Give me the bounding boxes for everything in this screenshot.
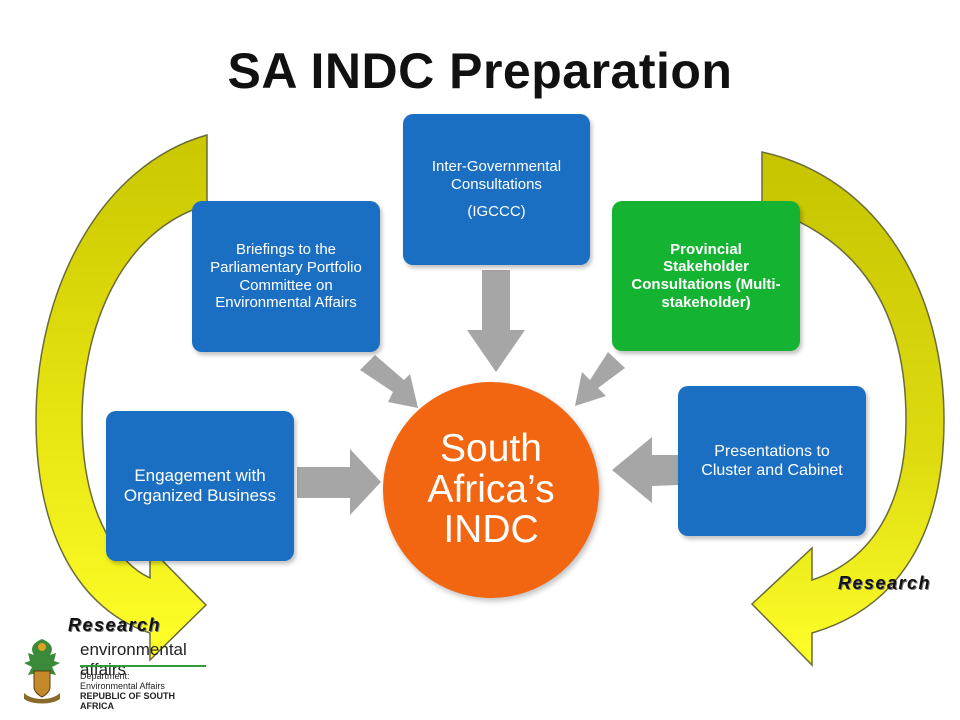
logo-divider xyxy=(80,665,206,667)
arrow-from-provincial xyxy=(575,352,625,406)
left-research-curve-arrow xyxy=(35,134,208,662)
logo-line-department: Department: xyxy=(80,671,130,681)
box-briefings: Briefings to the Parliamentary Portfolio… xyxy=(192,201,380,352)
center-label: South Africa’s INDC xyxy=(427,426,555,552)
page-title: SA INDC Preparation xyxy=(227,43,733,99)
box-engagement: Engagement with Organized Business xyxy=(106,411,294,561)
intergov-label: Inter-Governmental Consultations xyxy=(431,157,562,193)
center-circle: South Africa’s INDC xyxy=(383,382,599,598)
coat-of-arms-icon xyxy=(24,639,60,704)
arrow-from-intergov xyxy=(467,270,525,372)
arrow-from-briefings xyxy=(360,355,418,408)
research-label-left: Research xyxy=(68,615,162,635)
research-label-right: Research xyxy=(838,573,932,593)
briefings-label: Briefings to the Parliamentary Portfolio… xyxy=(210,241,362,312)
department-logo: environmental affairs Department: Enviro… xyxy=(10,635,210,711)
logo-line-environmental-affairs: Environmental Affairs xyxy=(80,681,165,691)
right-research-curve-arrow xyxy=(750,151,945,667)
logo-name: environmental affairs xyxy=(80,640,187,679)
intergov-abbrev: (IGCCC) xyxy=(467,203,526,221)
arrow-from-presentations xyxy=(612,437,678,503)
box-intergovernmental: Inter-Governmental Consultations (IGCCC) xyxy=(403,114,590,265)
box-presentations: Presentations to Cluster and Cabinet xyxy=(678,386,866,536)
provincial-label: Provincial Stakeholder Consultations (Mu… xyxy=(631,240,781,311)
box-provincial: Provincial Stakeholder Consultations (Mu… xyxy=(612,201,800,351)
engagement-label: Engagement with Organized Business xyxy=(123,465,277,505)
logo-line-republic: REPUBLIC OF SOUTH AFRICA xyxy=(80,691,176,711)
presentations-label: Presentations to Cluster and Cabinet xyxy=(701,442,843,479)
arrow-from-engagement xyxy=(297,449,381,515)
